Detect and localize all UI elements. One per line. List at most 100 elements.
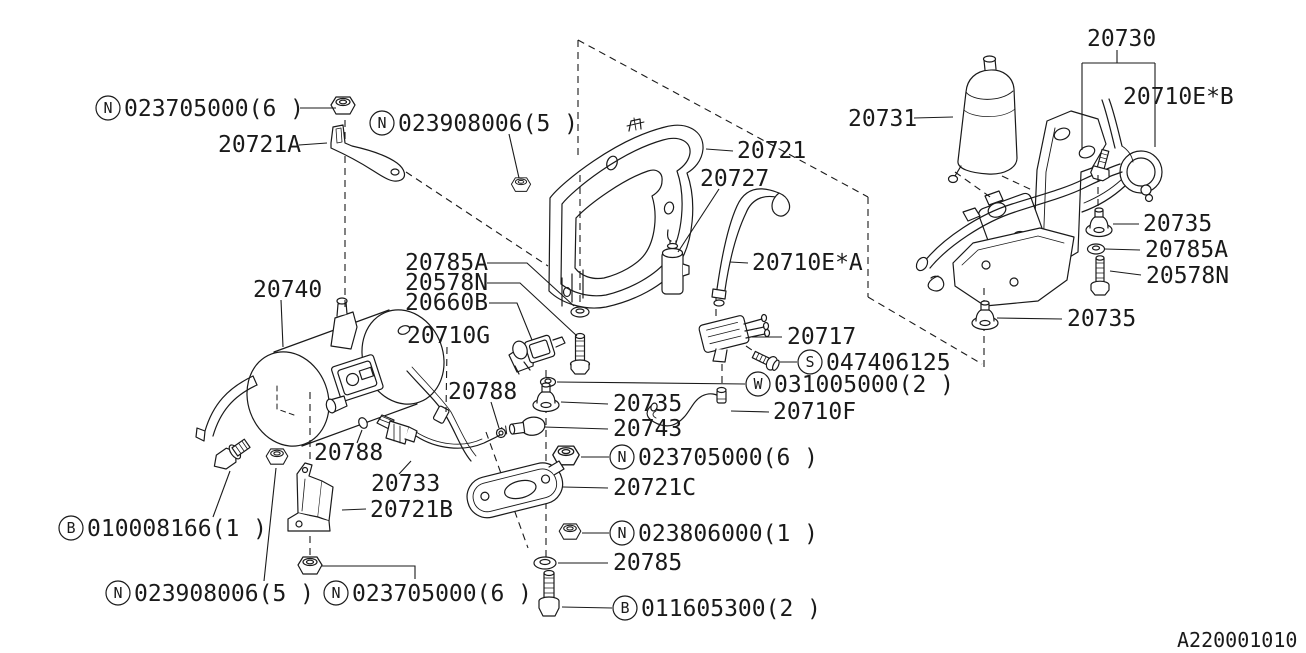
part-number-text: 20731 [848, 106, 917, 132]
part-number-text: 20785A [405, 250, 488, 276]
part-number-text: 20717 [787, 324, 856, 350]
part-number-text: 031005000(2 ) [774, 372, 954, 398]
prefix-circle-icon [323, 580, 349, 606]
label-20785a-center: 20785A [405, 250, 575, 307]
part-number-text: 20578N [405, 270, 488, 296]
part-number-text: 023908006(5 ) [134, 581, 314, 607]
label-20717: 20717 [752, 324, 856, 350]
leader-line [490, 401, 500, 429]
bracket-plate-20721c [466, 460, 565, 519]
bolt-20578n-right [1090, 255, 1110, 296]
label-20785: 20785 [558, 550, 682, 576]
leader-line [341, 508, 367, 511]
prefix-letter: N [113, 584, 122, 602]
prefix-circle-icon [745, 371, 771, 397]
leader-line [445, 346, 448, 413]
washer-20785a-center [570, 306, 590, 318]
valve-20743 [496, 416, 546, 436]
part-number-text: 20785 [613, 550, 682, 576]
part-number-text: 20721 [737, 138, 806, 164]
hose-20710eb [1081, 98, 1163, 213]
leader-line [996, 317, 1063, 320]
label-20710e-a: 20710E*A [729, 250, 863, 276]
nut-023806000 [558, 523, 582, 540]
prefix-letter: W [753, 375, 763, 393]
label-20735-right1: 20735 [1113, 211, 1212, 237]
solenoid-valve-20660b [508, 334, 566, 375]
label-20710g: 20710G [407, 323, 490, 413]
leader-line [1104, 248, 1141, 251]
screw-047406125 [751, 350, 780, 371]
part-number-text: 20788 [314, 440, 383, 466]
grommet-20735-center [532, 382, 560, 413]
part-number-text: 20735 [613, 391, 682, 417]
washer-20785 [533, 556, 557, 570]
part-number-text: 20735 [1067, 306, 1136, 332]
nut-023908006-bottom [265, 448, 289, 465]
prefix-letter: N [331, 584, 340, 602]
label-20721b: 20721B [341, 497, 453, 523]
label-20740: 20740 [253, 277, 322, 348]
leader-line [677, 188, 720, 253]
part-number-text: 20785A [1145, 237, 1228, 263]
part-number-text: 20710E*B [1123, 84, 1234, 110]
tank-strap [204, 375, 258, 437]
tank-top-bracket [330, 311, 358, 350]
label-20785a-right: 20785A [1104, 237, 1228, 263]
bracket-20721b [287, 462, 334, 532]
label-20710e-b: 20710E*B [1123, 84, 1234, 110]
leader-line [356, 429, 363, 444]
part-number-text: 023705000(6 ) [352, 581, 532, 607]
part-number-text: 20660B [405, 290, 488, 316]
bolt-011605300 [538, 569, 560, 617]
label-20578n-right: 20578N [1109, 263, 1229, 289]
leader-line [705, 148, 734, 152]
air-tank-20740 [195, 297, 445, 447]
washer-20785a-right [1086, 243, 1106, 255]
bolt-20578n-center [569, 332, 591, 375]
leader-line [280, 299, 284, 348]
compressor-assembly-20730 [915, 55, 1163, 307]
label-nut-023705000-bottom: N 023705000(6 ) [321, 565, 532, 607]
leader-line [212, 470, 231, 518]
leader-line [561, 606, 613, 609]
prefix-letter: N [377, 114, 386, 132]
part-number-text: 023705000(6 ) [124, 96, 304, 122]
leader-line [508, 133, 520, 179]
hose-20710g [406, 366, 477, 462]
part-number-text: 20727 [700, 166, 769, 192]
muffler-20727 [661, 229, 690, 295]
prefix-letter: N [617, 448, 626, 466]
prefix-circle-icon [105, 580, 131, 606]
label-20710f: 20710F [730, 399, 856, 425]
nut-023705000-bottom [297, 556, 323, 575]
oring-20788-left [358, 417, 368, 429]
compressor-base [952, 227, 1075, 307]
prefix-circle-icon [609, 520, 635, 546]
label-20733: 20733 [371, 460, 440, 497]
leader-line [556, 381, 746, 385]
leader-line [729, 261, 749, 264]
leader-line [487, 282, 578, 337]
part-number-text: 20735 [1143, 211, 1212, 237]
label-20727: 20727 [677, 166, 769, 253]
label-20721: 20721 [705, 138, 806, 164]
leader-line [913, 116, 954, 119]
leader-line [487, 262, 575, 307]
sensor-20733 [376, 414, 501, 449]
prefix-letter: N [103, 99, 112, 117]
label-20731: 20731 [848, 106, 954, 132]
prefix-circle-icon [369, 110, 395, 136]
hose-20710ea [711, 188, 791, 307]
label-20730: 20730 [1081, 26, 1156, 150]
label-20660b: 20660B [405, 290, 533, 341]
leader-line [321, 565, 416, 579]
leader-line [263, 467, 277, 582]
part-number-text: 20710E*A [752, 250, 863, 276]
nut-023705000-top [330, 96, 356, 115]
label-20735-center: 20735 [560, 391, 682, 417]
